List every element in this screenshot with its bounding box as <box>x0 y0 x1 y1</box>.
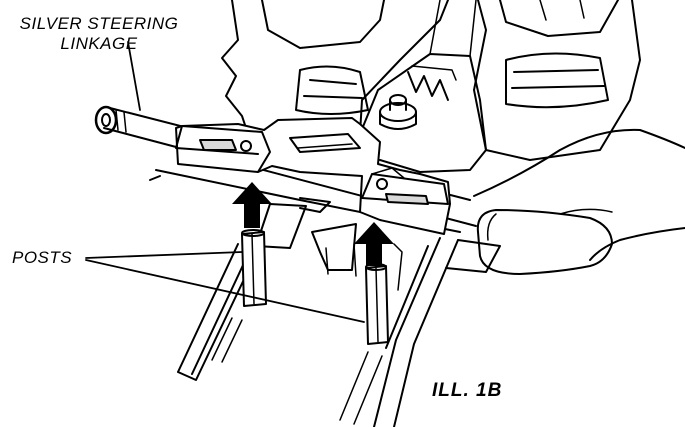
steering-label-line-2: LINKAGE <box>60 34 138 53</box>
illustration-label: ILL. 1B <box>432 380 503 401</box>
steering-linkage-label: SILVER STEERING LINKAGE <box>8 14 190 54</box>
hand <box>473 128 685 275</box>
steering-label-line-1: SILVER STEERING <box>19 14 179 33</box>
posts-leader-line-left <box>85 251 243 259</box>
post-left <box>241 229 267 307</box>
linkage-bracket <box>175 117 451 235</box>
insert-arrows <box>232 182 394 266</box>
posts-leader-line-right <box>85 259 365 323</box>
center-console <box>359 0 487 173</box>
posts <box>241 229 389 345</box>
posts-label: POSTS <box>12 248 73 267</box>
leader-lines <box>85 41 365 323</box>
steering-leader-line <box>127 41 141 111</box>
post-right <box>365 263 389 345</box>
right-seat <box>473 0 641 161</box>
